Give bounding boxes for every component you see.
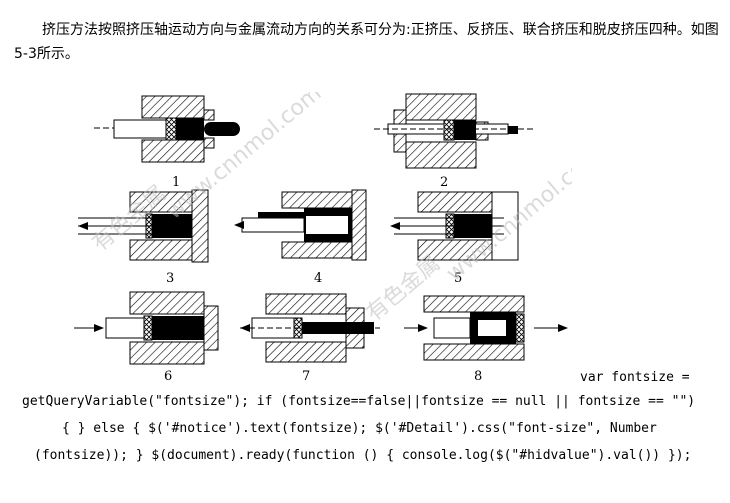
panel-label-2: 2	[440, 175, 448, 190]
watermark-text-2: 有色金属	[362, 251, 445, 327]
panel-label-6: 6	[164, 369, 172, 382]
panel-label-8: 8	[474, 369, 482, 382]
panel-3-diagram	[78, 189, 209, 263]
panel-5-diagram	[390, 191, 519, 261]
panel-1-diagram	[94, 95, 240, 163]
panel-label-7: 7	[302, 369, 310, 382]
panel-4-diagram	[234, 189, 367, 261]
panel-2-diagram	[374, 93, 534, 169]
article-paragraph: 挤压方法按照挤压轴运动方向与金属流动方向的关系可分为:正挤压、反挤压、联合挤压和…	[14, 22, 719, 62]
panel-7-diagram	[240, 293, 380, 363]
extrusion-methods-figure: 1 2 3	[74, 92, 572, 382]
code-line-4: (fontsize)); } $(document).ready(functio…	[34, 448, 692, 463]
code-line-1: var fontsize =	[580, 370, 690, 385]
panel-8-diagram	[404, 295, 568, 361]
panel-label-5: 5	[454, 271, 462, 286]
panel-label-1: 1	[172, 175, 180, 190]
panel-label-4: 4	[314, 271, 322, 286]
code-line-3: { } else { $('#notice').text(fontsize); …	[62, 421, 657, 436]
panel-label-3: 3	[166, 271, 174, 286]
panel-6-diagram	[74, 291, 219, 365]
code-line-2: getQueryVariable("fontsize"); if (fontsi…	[22, 394, 696, 409]
